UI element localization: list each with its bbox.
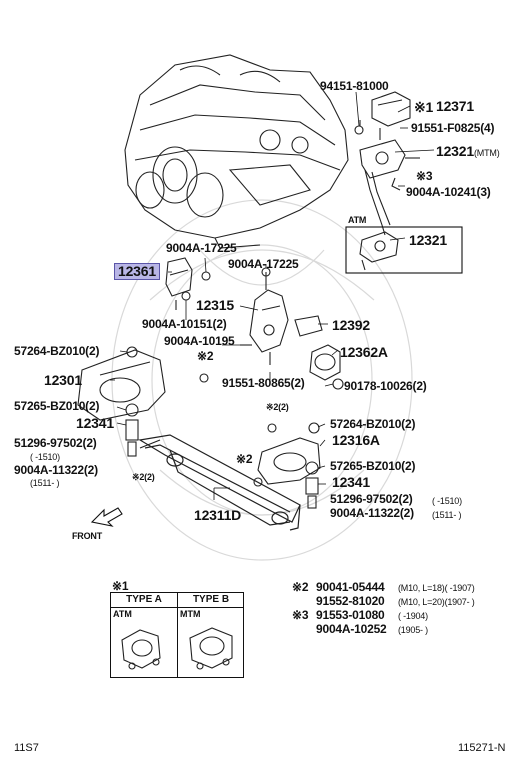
crossmember-12311d	[138, 434, 301, 531]
engine-block-illustration	[124, 54, 349, 249]
label-57265-bz010-a: 57265-BZ010(2)	[14, 399, 100, 413]
front-arrow-icon	[90, 507, 123, 527]
note-row: 91552-81020 (M10, L=20)(1907- )	[292, 595, 522, 609]
label-12392: 12392	[332, 317, 370, 333]
label-12321-atm: 12321	[409, 232, 447, 248]
mtm-mount-bracket	[354, 91, 420, 236]
note-spec: ( -1904)	[398, 611, 428, 621]
atm-mount-bracket	[359, 231, 399, 271]
note-spec: (1905- )	[398, 625, 428, 635]
label-90178-10026: 90178-10026(2)	[344, 379, 427, 393]
insulator-12362a	[309, 344, 344, 390]
note-part: 9004A-10252	[316, 622, 387, 636]
type-table-marker: ※1	[112, 579, 129, 593]
note-part: 91552-81020	[316, 594, 385, 608]
note-row: 9004A-10252 (1905- )	[292, 623, 522, 637]
type-b-mtm: MTM	[180, 609, 201, 619]
label-12316a: 12316A	[332, 432, 380, 448]
label-12315: 12315	[196, 297, 234, 313]
label-51296-97502-a: 51296-97502(2)	[14, 436, 97, 450]
type-a-header: TYPE A	[126, 594, 162, 605]
footer-right-code: 115271-N	[458, 742, 506, 754]
atm-tag: ATM	[348, 215, 367, 225]
star2-mark-d: ※2(2)	[132, 472, 155, 482]
range-51296-b: ( -1510)	[432, 496, 462, 506]
label-12362a: 12362A	[340, 344, 388, 360]
note-part: 91553-01080	[316, 608, 385, 622]
type-b-illustration	[189, 627, 233, 670]
label-9004a-11322-a: 9004A-11322(2)	[14, 463, 98, 477]
note-row: ※2 90041-05444 (M10, L=18)( -1907)	[292, 581, 522, 595]
label-9004a-11322-b: 9004A-11322(2)	[330, 506, 414, 520]
label-9004a-17225-a: 9004A-17225	[166, 241, 237, 255]
note-mark: ※3	[292, 608, 309, 622]
mtm-tag: (MTM)	[474, 148, 500, 158]
label-51296-97502-b: 51296-97502(2)	[330, 492, 413, 506]
star3-mark: ※3	[416, 169, 433, 183]
label-12301: 12301	[44, 372, 82, 388]
bracket-12315	[240, 267, 323, 365]
label-12371: 12371	[436, 98, 474, 114]
label-57264-bz010-b: 57264-BZ010(2)	[330, 417, 416, 431]
label-9004a-10151: 9004A-10151(2)	[142, 317, 227, 331]
star2-mark-a: ※2	[197, 349, 214, 363]
note-row: ※3 91553-01080 ( -1904)	[292, 609, 522, 623]
notes-block: ※2 90041-05444 (M10, L=18)( -1907) 91552…	[292, 581, 522, 637]
label-12311d: 12311D	[194, 507, 242, 523]
type-b-header: TYPE B	[192, 594, 230, 605]
range-9004a-11322-b: (1511- )	[432, 510, 462, 520]
label-91551-80865: 91551-80865(2)	[222, 376, 305, 390]
spacer-12341-left	[125, 419, 139, 457]
label-94151-81000: 94151-81000	[320, 79, 389, 93]
type-a-illustration	[121, 629, 161, 670]
front-label: FRONT	[72, 531, 102, 541]
label-12341-a: 12341	[76, 415, 114, 431]
leader-lines	[110, 91, 435, 500]
label-57264-bz010-a: 57264-BZ010(2)	[14, 344, 100, 358]
label-57265-bz010-b: 57265-BZ010(2)	[330, 459, 416, 473]
label-91551-f0825: 91551-F0825(4)	[411, 121, 495, 135]
label-9004a-10241: 9004A-10241(3)	[406, 185, 491, 199]
star2-mark-c: ※2	[236, 452, 253, 466]
range-9004a-11322-a: (1511- )	[30, 478, 60, 488]
star2-mark-b: ※2(2)	[266, 402, 289, 412]
watermark	[111, 199, 413, 561]
range-51296-a: ( -1510)	[30, 452, 60, 462]
label-12341-b: 12341	[332, 474, 370, 490]
label-9004a-17225-b: 9004A-17225	[228, 257, 299, 271]
type-a-atm: ATM	[113, 609, 132, 619]
note-part: 90041-05444	[316, 580, 385, 594]
mount-12316a	[253, 422, 321, 509]
note-spec: (M10, L=20)(1907- )	[398, 597, 475, 607]
note-spec: (M10, L=18)( -1907)	[398, 583, 475, 593]
atm-inset-box	[345, 226, 463, 274]
mount-12301	[77, 346, 209, 421]
type-table: TYPE A TYPE B ATM MTM	[110, 592, 244, 678]
label-12321-mtm: 12321	[436, 143, 474, 159]
label-12361-highlighted[interactable]: 12361	[114, 263, 160, 280]
star1-mark: ※1	[414, 99, 434, 115]
footer-left-code: 11S7	[14, 742, 39, 754]
note-mark: ※2	[292, 580, 309, 594]
label-9004a-10195: 9004A-10195	[164, 334, 235, 348]
